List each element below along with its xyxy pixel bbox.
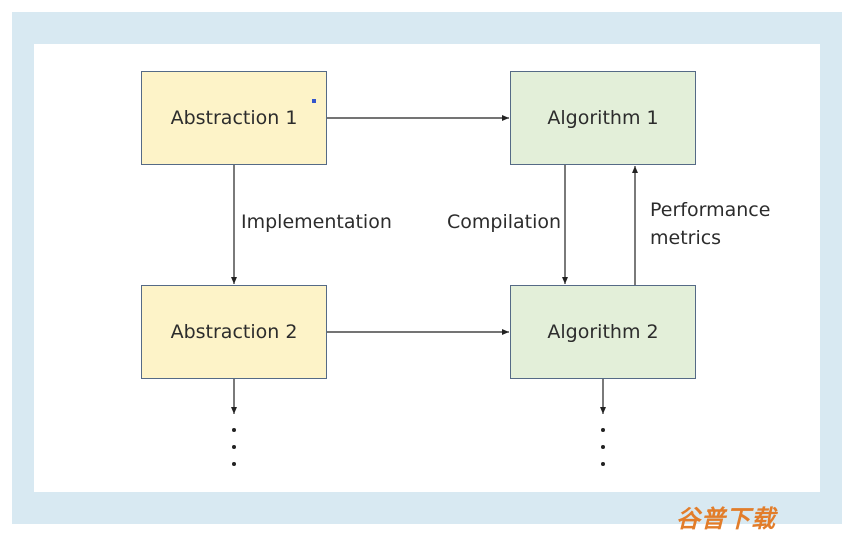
node-algorithm-2-label: Algorithm 2 — [547, 321, 659, 343]
node-abstraction-1-label: Abstraction 1 — [170, 107, 298, 129]
node-algorithm-1: Algorithm 1 — [510, 71, 696, 165]
node-algorithm-1-label: Algorithm 1 — [547, 107, 659, 129]
ellipsis-dot-left-2 — [232, 445, 236, 449]
cursor-marker — [312, 99, 316, 103]
ellipsis-dot-right-3 — [601, 462, 605, 466]
node-abstraction-2-label: Abstraction 2 — [170, 321, 298, 343]
ellipsis-dot-right-2 — [601, 445, 605, 449]
edge-label-performance-line2: metrics — [650, 227, 722, 249]
edge-label-performance-metrics: Performance metrics — [650, 196, 770, 252]
edge-label-performance-line1: Performance — [650, 199, 771, 221]
node-algorithm-2: Algorithm 2 — [510, 285, 696, 379]
edge-label-compilation: Compilation — [447, 211, 562, 233]
ellipsis-dot-right-1 — [601, 428, 605, 432]
watermark-logo: 谷普下载 — [676, 505, 776, 533]
node-abstraction-2: Abstraction 2 — [141, 285, 327, 379]
edge-label-implementation: Implementation — [241, 211, 392, 233]
node-abstraction-1: Abstraction 1 — [141, 71, 327, 165]
ellipsis-dot-left-3 — [232, 462, 236, 466]
ellipsis-dot-left-1 — [232, 428, 236, 432]
